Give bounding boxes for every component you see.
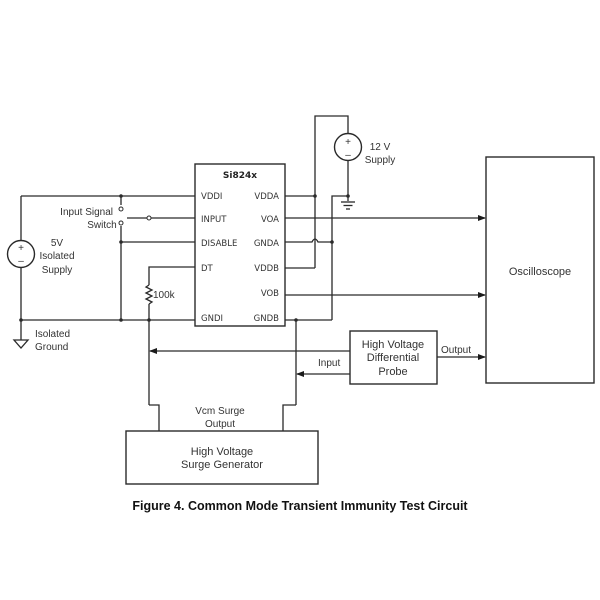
right-wiring	[149, 115, 486, 431]
oscilloscope-block: Oscilloscope	[485, 156, 595, 384]
minus-sign: –	[345, 150, 351, 161]
ground-symbol-icon	[12, 339, 30, 349]
iso-ground-label-2: Ground	[35, 342, 68, 353]
probe-input-label: Input	[318, 358, 340, 369]
probe-output-label: Output	[441, 345, 471, 356]
supply-5v-label: 5V	[51, 238, 64, 249]
supply-isolated-label: Isolated	[39, 251, 74, 262]
pin-gnda: GNDA	[254, 239, 279, 249]
resistor-label: 100k	[153, 290, 176, 301]
plus-sign: +	[345, 137, 351, 148]
pin-vddb: VDDB	[254, 264, 279, 274]
pin-disable: DISABLE	[201, 239, 237, 249]
pin-gndb: GNDB	[254, 314, 279, 324]
vcm-label-2: Output	[205, 419, 235, 430]
switch-contact-top	[118, 206, 124, 212]
resistor-100k	[144, 284, 154, 305]
figure-caption: Figure 4. Common Mode Transient Immunity…	[132, 499, 468, 513]
pin-vddi: VDDI	[201, 192, 222, 202]
pin-dt: DT	[201, 264, 214, 274]
probe-label-3: Probe	[378, 366, 407, 378]
chip-si824x: Si824x VDDI INPUT DISABLE DT GNDI VDDA V…	[194, 163, 286, 327]
switch-pivot	[146, 215, 152, 221]
pin-vob: VOB	[261, 289, 279, 299]
pin-voa: VOA	[261, 215, 279, 225]
probe-block: High Voltage Differential Probe	[349, 330, 438, 385]
chip-name: Si824x	[223, 171, 257, 181]
switch-contact-bottom	[118, 220, 124, 226]
gnda-wire	[285, 238, 332, 243]
plus-sign: +	[18, 243, 24, 254]
iso-ground-label-1: Isolated	[35, 329, 70, 340]
switch-label-1: Input Signal	[60, 207, 113, 218]
supply-label: Supply	[42, 265, 73, 276]
minus-sign: –	[18, 256, 24, 267]
probe-label-1: High Voltage	[362, 339, 424, 351]
surge-right-lead	[282, 404, 296, 431]
supply-12v-label: 12 V	[370, 142, 391, 153]
vcm-label-1: Vcm Surge	[195, 406, 245, 417]
vdd-12v-wire	[314, 115, 349, 268]
generator-label-1: High Voltage	[191, 446, 253, 458]
pin-gndi: GNDI	[201, 314, 223, 324]
isolated-supply-5v: + –	[6, 239, 36, 269]
pin-input: INPUT	[201, 215, 227, 225]
dt-wire	[148, 266, 195, 285]
supply-12v-sub-label: Supply	[365, 155, 396, 166]
surge-left-lead	[149, 404, 160, 431]
pin-vdda: VDDA	[254, 192, 279, 202]
surge-generator-block: High Voltage Surge Generator	[125, 430, 319, 485]
switch-label-2: Switch	[87, 220, 116, 231]
supply-12v: + –	[333, 132, 363, 162]
oscilloscope-label: Oscilloscope	[509, 266, 571, 278]
gnd-b-wire	[331, 195, 348, 320]
generator-label-2: Surge Generator	[181, 459, 263, 471]
left-wiring	[19, 194, 195, 405]
probe-label-2: Differential	[367, 352, 419, 364]
